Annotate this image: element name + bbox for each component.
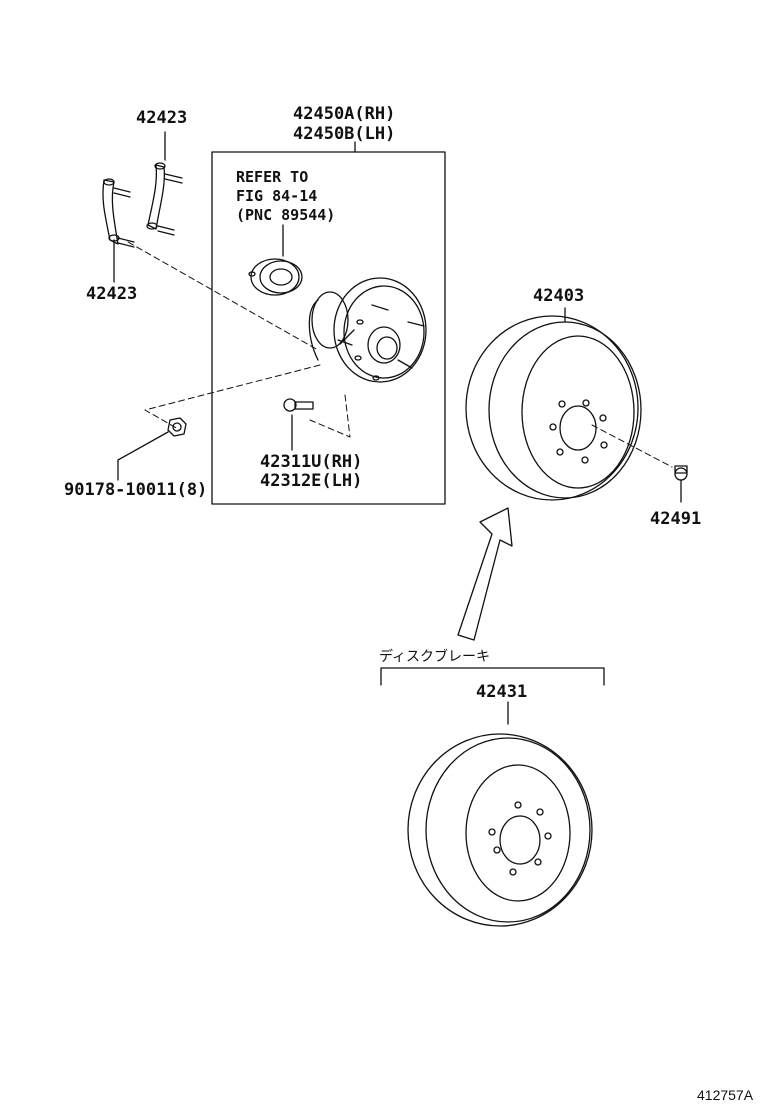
label-hub-assy-rh: 42450A(RH) bbox=[293, 104, 396, 124]
label-disc: 42431 bbox=[476, 682, 528, 702]
refer-line-1: REFER TO bbox=[236, 168, 309, 186]
label-plug: 42491 bbox=[650, 509, 702, 529]
illustration-id: 412757A bbox=[697, 1087, 754, 1103]
direction-arrow bbox=[457, 507, 513, 641]
disc-brake-bracket bbox=[380, 667, 605, 686]
leader-nut bbox=[117, 431, 169, 481]
refer-line-3: (PNC 89544) bbox=[236, 206, 336, 224]
hub-bolt bbox=[283, 398, 314, 412]
refer-line-2: FIG 84-14 bbox=[236, 187, 318, 205]
hub-assy-box bbox=[211, 151, 446, 505]
label-drum: 42403 bbox=[533, 286, 585, 306]
label-bolt-lower: 42423 bbox=[86, 284, 138, 304]
brake-disc bbox=[407, 733, 593, 927]
bearing-ring bbox=[248, 258, 303, 296]
label-hub-bolt-rh: 42311U(RH) bbox=[260, 452, 363, 472]
dashed-hub-bolt bbox=[309, 394, 351, 438]
plug-part bbox=[674, 465, 688, 481]
label-hub-assy-lh: 42450B(LH) bbox=[293, 124, 396, 144]
label-nut: 90178-10011(8) bbox=[64, 480, 208, 500]
label-disc-brake-jp: ディスクブレーキ bbox=[379, 649, 491, 665]
dashed-nut-to-hub bbox=[144, 364, 321, 431]
bolt-plate-left bbox=[102, 178, 135, 248]
nut-part bbox=[167, 417, 187, 437]
hub-assembly bbox=[308, 277, 427, 383]
label-hub-bolt-lh: 42312E(LH) bbox=[260, 471, 363, 491]
bolt-plate-right bbox=[146, 162, 183, 236]
label-bolt-upper: 42423 bbox=[136, 108, 188, 128]
dashed-bolt-to-hub bbox=[127, 241, 319, 351]
dashed-drum-to-plug bbox=[591, 424, 673, 468]
brake-drum bbox=[465, 315, 642, 501]
